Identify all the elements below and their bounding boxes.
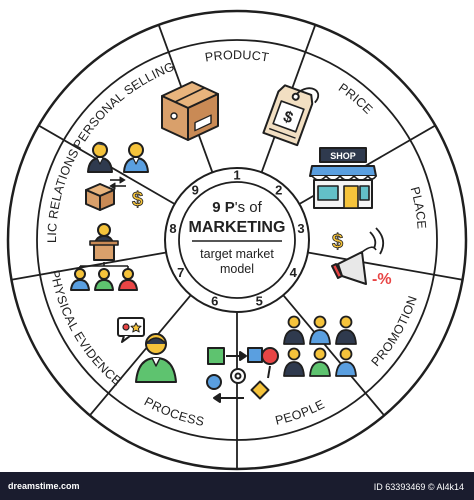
people-group-icon <box>283 315 357 377</box>
price-tag-icon: $ <box>262 84 320 147</box>
box-icon <box>161 81 219 141</box>
person-figure <box>335 347 357 377</box>
public-speaker-icon <box>70 223 138 291</box>
segment-label: PRICE <box>336 81 375 117</box>
segment-label: PEOPLE <box>274 397 327 428</box>
segment-number: 8 <box>169 221 176 236</box>
center-subtitle-2: model <box>220 262 254 276</box>
segment-label: PLACE <box>407 185 428 229</box>
center-title-of: 's of <box>235 199 263 216</box>
segment-number: 9 <box>192 183 199 198</box>
segment-divider <box>89 294 192 417</box>
segment-number: 6 <box>211 294 218 309</box>
person-figure <box>309 315 331 345</box>
watermark-footer: dreamstime.com ID 63393469 © Al4k14 <box>0 472 474 500</box>
megaphone-icon: $ -% <box>331 227 392 288</box>
person-figure <box>283 347 305 377</box>
segment-label: PERSONAL SELLING <box>71 60 177 152</box>
person-figure <box>283 315 305 345</box>
shop-sign-text: SHOP <box>330 151 356 161</box>
shop-icon: SHOP <box>309 147 377 209</box>
person-figure <box>309 347 331 377</box>
wheel-outline <box>6 9 468 471</box>
footer-brand: dreamstime.com <box>8 481 80 491</box>
segment-label: PRODUCT <box>204 48 270 65</box>
center-title-line: 9 P's of <box>212 199 262 216</box>
center-title-marketing: MARKETING <box>189 219 286 236</box>
segment-label: PROCESS <box>142 395 206 429</box>
center-subtitle-1: target market <box>200 247 274 261</box>
promo-dollar-text: $ <box>332 231 343 253</box>
flowchart-icon <box>206 347 279 403</box>
segment-number: 4 <box>290 265 298 280</box>
promo-percent-text: -% <box>372 271 392 288</box>
segment-number: 5 <box>256 294 263 309</box>
center-title-nine: 9 P <box>212 199 235 216</box>
segment-number: 1 <box>233 168 240 183</box>
segment-number: 2 <box>275 183 282 198</box>
marketing-wheel-diagram: PRODUCT PRICE PLACE PROMOTION PEOPLE PROCESS P… <box>0 0 468 471</box>
segment-number: 3 <box>297 221 304 236</box>
footer-image-id: ID 63393469 © Al4k14 <box>373 482 464 492</box>
selling-dollar-text: $ <box>132 189 143 211</box>
segment-numbers: 1 2 3 4 5 6 7 8 9 <box>169 168 304 309</box>
segment-label: PROMOTION <box>369 294 420 369</box>
person-figure <box>335 315 357 345</box>
segment-divider <box>307 251 463 281</box>
center-hub: 9 P's of MARKETING target market model <box>189 199 286 276</box>
segment-divider <box>282 294 385 417</box>
personal-selling-icon: $ <box>85 141 149 211</box>
segment-number: 7 <box>177 265 184 280</box>
testimonial-icon <box>117 317 177 383</box>
